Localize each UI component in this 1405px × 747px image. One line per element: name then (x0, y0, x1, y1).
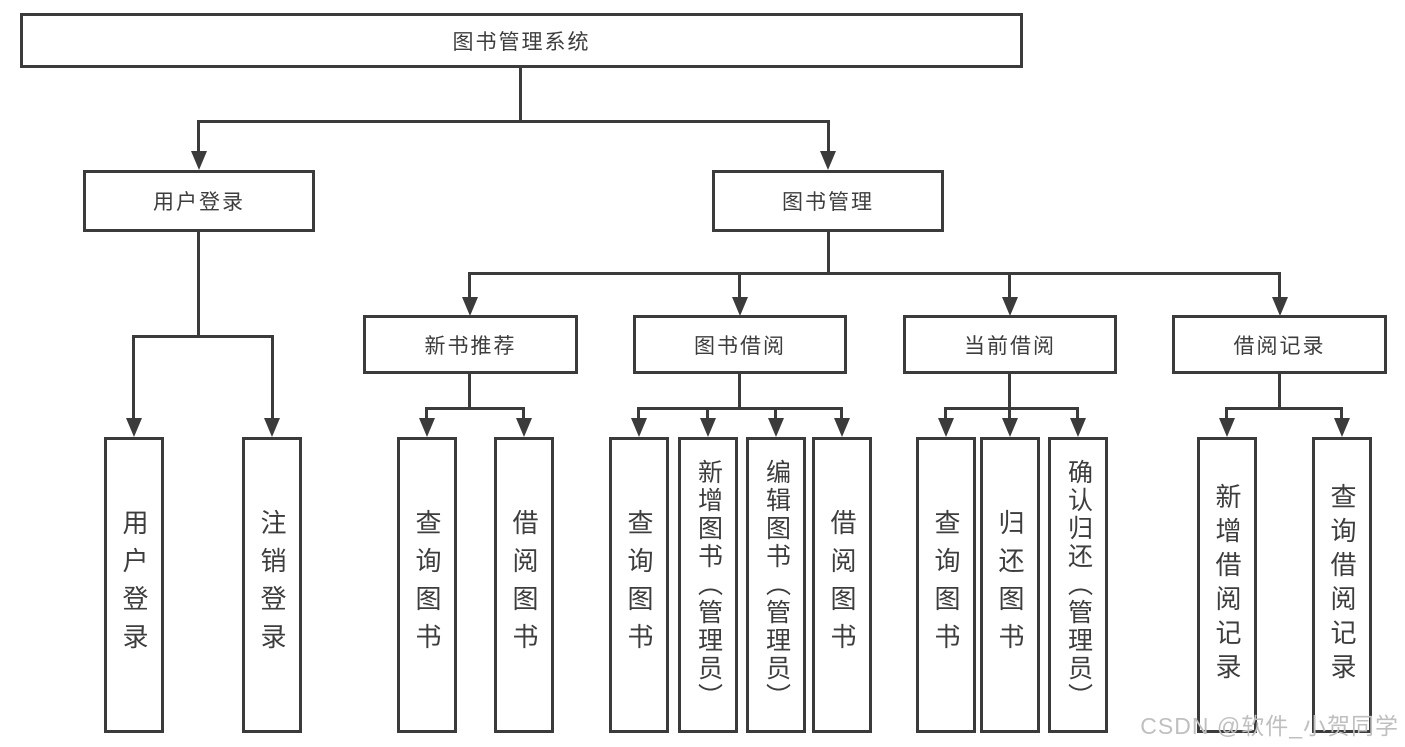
node-borrow-records: 借阅记录 (1172, 315, 1387, 374)
connector-line (827, 120, 830, 153)
node-leaf-borrow-books-2: 借阅图书 (812, 437, 872, 733)
connector-line (774, 407, 777, 419)
arrow-down-icon (419, 418, 435, 437)
connector-line (132, 335, 274, 338)
node-leaf-borrow-books-1: 借阅图书 (494, 437, 554, 733)
arrow-down-icon (126, 418, 142, 437)
node-leaf-confirm-return-admin: 确认归还（管理员） (1048, 437, 1108, 733)
connector-line (1278, 374, 1281, 407)
connector-line (132, 335, 135, 419)
connector-line (637, 407, 843, 410)
arrow-down-icon (834, 418, 850, 437)
csdn-watermark: CSDN @软件_小贺同学 (1140, 713, 1399, 739)
arrow-down-icon (938, 418, 954, 437)
connector-line (944, 407, 947, 419)
node-current-borrow: 当前借阅 (903, 315, 1117, 374)
arrow-down-icon (1219, 418, 1235, 437)
node-new-book-recommend: 新书推荐 (363, 315, 578, 374)
arrow-down-icon (1272, 297, 1288, 316)
connector-line (1008, 374, 1011, 407)
connector-line (1225, 407, 1228, 419)
connector-line (1278, 272, 1281, 299)
connector-line (1340, 407, 1343, 419)
connector-line (468, 272, 471, 299)
connector-line (425, 407, 428, 419)
connector-line (738, 272, 741, 299)
node-leaf-logout: 注销登录 (242, 437, 302, 733)
arrow-down-icon (462, 297, 478, 316)
arrow-down-icon (1070, 418, 1086, 437)
node-leaf-query-books-2: 查询图书 (609, 437, 669, 733)
connector-line (468, 374, 471, 407)
connector-line (425, 407, 525, 410)
node-leaf-query-borrow-record: 查询借阅记录 (1312, 437, 1372, 733)
connector-line (1076, 407, 1079, 419)
arrow-down-icon (516, 418, 532, 437)
connector-line (1008, 407, 1011, 419)
node-user-login: 用户登录 (83, 170, 315, 232)
node-leaf-user-login: 用户登录 (104, 437, 164, 733)
node-leaf-add-book-admin: 新增图书（管理员） (678, 437, 738, 733)
connector-line (944, 407, 1079, 410)
arrow-down-icon (191, 151, 207, 170)
connector-line (197, 120, 200, 153)
connector-line (468, 272, 1281, 275)
arrow-down-icon (264, 418, 280, 437)
connector-line (827, 232, 830, 272)
arrow-down-icon (768, 418, 784, 437)
connector-line (1008, 272, 1011, 299)
arrow-down-icon (732, 297, 748, 316)
node-root-system: 图书管理系统 (20, 13, 1023, 68)
arrow-down-icon (1002, 297, 1018, 316)
connector-line (271, 335, 274, 419)
node-leaf-add-borrow-record: 新增借阅记录 (1197, 437, 1257, 733)
arrow-down-icon (631, 418, 647, 437)
connector-line (519, 68, 522, 120)
node-leaf-edit-book-admin: 编辑图书（管理员） (746, 437, 806, 733)
connector-line (522, 407, 525, 419)
connector-line (198, 120, 830, 123)
arrow-down-icon (1334, 418, 1350, 437)
node-book-borrow: 图书借阅 (633, 315, 847, 374)
node-book-management: 图书管理 (712, 170, 944, 232)
node-leaf-return-books: 归还图书 (980, 437, 1040, 733)
connector-line (197, 232, 200, 335)
connector-line (1225, 407, 1343, 410)
node-leaf-query-books-3: 查询图书 (916, 437, 976, 733)
connector-line (637, 407, 640, 419)
connector-line (840, 407, 843, 419)
arrow-down-icon (820, 151, 836, 170)
node-leaf-query-books-1: 查询图书 (397, 437, 457, 733)
arrow-down-icon (1002, 418, 1018, 437)
connector-line (706, 407, 709, 419)
arrow-down-icon (700, 418, 716, 437)
connector-line (738, 374, 741, 407)
